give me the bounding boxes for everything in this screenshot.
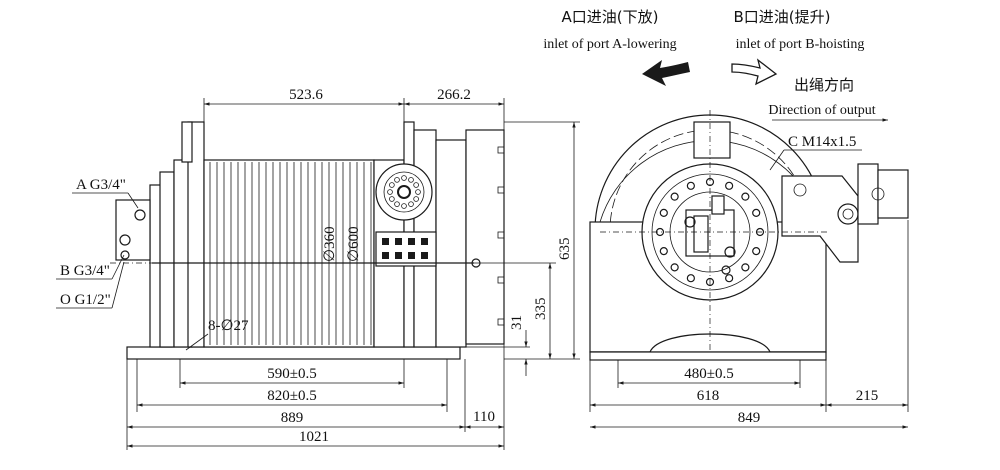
dim-end-bolt-span-value: 480±0.5 [684,366,733,382]
hoisting-arrow-icon [731,58,778,86]
port-b-zh-label: B口进油(提升) [734,8,831,26]
top-port-block [693,121,731,159]
port-a-zh-label: A口进油(下放) [562,8,659,26]
side-view: ∅360 ∅600 8-∅27 A G3/4" B G3/4" O G1/2" … [56,87,580,450]
flange-diameter-label: ∅600 [346,226,362,262]
port-o-label: O G1/2" [60,292,111,308]
dim-motor-length-value: 266.2 [437,87,471,103]
port-b-label: B G3/4" [60,263,110,279]
dim-overall-length-value: 1021 [299,429,329,445]
legend: A口进油(下放) inlet of port A-lowering B口进油(提… [543,8,888,122]
mounting-holes-label: 8-∅27 [208,318,249,334]
end-view: C M14x1.5 480±0.5 618 215 849 [589,110,909,429]
port-a-en-label: inlet of port A-lowering [543,37,676,52]
dim-base-length-value: 820±0.5 [267,388,316,404]
dim-length-889-value: 889 [281,410,304,426]
bolt-grid [375,231,437,267]
lowering-arrow-icon [642,60,690,86]
end-base-plate [589,351,827,361]
base-plate [126,346,461,360]
hydraulic-motor [857,163,879,225]
rope-grooves [209,162,372,345]
dim-total-height-value: 635 [557,238,573,261]
port-c-label: C M14x1.5 [788,134,856,150]
dim-end-overall-width-value: 849 [738,410,761,426]
drum-diameter-label: ∅360 [322,226,338,262]
dim-end-base-width-value: 618 [697,388,720,404]
valve-block [115,199,151,261]
dim-bolt-span-value: 590±0.5 [267,366,316,382]
port-a-label: A G3/4" [76,177,126,193]
port-b-en-label: inlet of port B-hoisting [736,37,865,52]
dim-offset-110-value: 110 [473,409,495,425]
output-zh-label: 出绳方向 [794,76,854,94]
dim-drum-length-value: 523.6 [289,87,323,103]
dim-center-height-value: 335 [533,298,549,321]
side-valve [781,175,859,263]
dim-base-thick-value: 31 [509,315,525,330]
output-en-label: Direction of output [768,103,875,118]
dim-end-offset-value: 215 [856,388,879,404]
